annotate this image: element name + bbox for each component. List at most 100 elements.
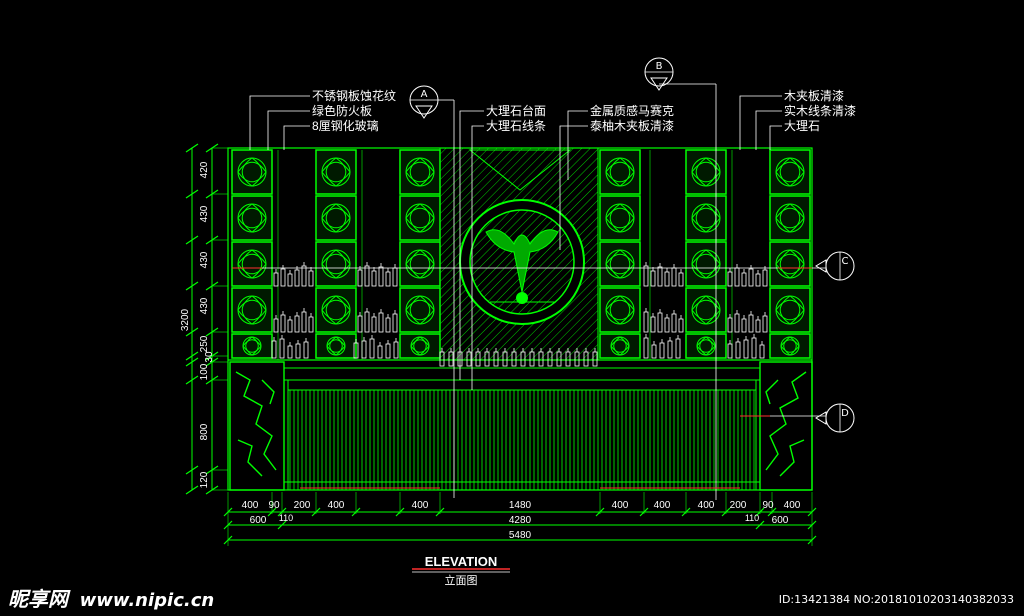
bottle <box>392 313 398 333</box>
motif-petal <box>691 161 721 183</box>
dim-h-5: 400 <box>412 500 429 511</box>
panel-motif <box>405 295 435 325</box>
bottle <box>371 316 377 333</box>
decor-panel <box>399 287 441 333</box>
decor-panel <box>685 195 727 241</box>
bottle <box>280 314 286 333</box>
motif-petal <box>321 161 351 183</box>
bottle <box>748 268 754 287</box>
panel-motif <box>605 295 635 325</box>
callout-right-3: 大理石 <box>784 119 820 133</box>
panel-motif <box>237 203 267 233</box>
bottle <box>678 272 684 287</box>
bottle <box>273 272 279 287</box>
motif-petal <box>775 299 805 321</box>
bottle <box>743 339 749 359</box>
leader-lines <box>232 83 826 500</box>
callout-left-2: 绿色防火板 <box>312 103 372 118</box>
panel-motif <box>775 203 805 233</box>
dim-v-3: 430 <box>199 251 210 268</box>
dim-tick <box>185 465 199 475</box>
decor-panel <box>399 333 441 359</box>
bottle <box>279 338 285 359</box>
dim-tick <box>185 375 199 385</box>
bottle <box>643 337 649 359</box>
dim-h-2: 90 <box>268 500 280 511</box>
motif-petal <box>325 157 347 187</box>
motif-petal <box>405 299 435 321</box>
panel-motif <box>321 203 351 233</box>
drawing-title: ELEVATION <box>425 554 497 569</box>
motif-petal <box>245 336 259 356</box>
dim-total-height: 3200 <box>180 308 191 331</box>
motif-petal <box>695 157 717 187</box>
motif-petal <box>779 203 801 233</box>
bottle <box>748 314 754 333</box>
dim-h-3: 200 <box>294 500 311 511</box>
bottle <box>667 340 673 359</box>
dim-h-12: 400 <box>784 500 801 511</box>
bottle <box>377 345 383 359</box>
bottle <box>727 317 733 333</box>
vertical-dimension-chain <box>185 143 228 495</box>
motif-petal <box>321 207 351 229</box>
callout-center-right-1: 金属质感马赛克 <box>590 103 674 118</box>
bottle <box>287 319 293 333</box>
motif-petal <box>321 299 351 321</box>
motif-petal <box>779 295 801 325</box>
motif-petal <box>609 249 631 279</box>
marker-b-label: B <box>656 61 663 72</box>
bottle <box>392 267 398 287</box>
watermark: 昵享网 www.nipic.cn <box>8 583 214 612</box>
dim-tick <box>185 351 199 361</box>
decor-panel <box>315 333 357 359</box>
decor-panel <box>769 287 811 333</box>
bottle <box>734 267 740 287</box>
motif-petal <box>409 249 431 279</box>
bottle <box>301 265 307 287</box>
panel-motif <box>775 249 805 279</box>
motif-petal <box>783 336 797 356</box>
motif-petal <box>405 161 435 183</box>
drawing-subtitle: 立面图 <box>445 573 478 587</box>
motif-petal <box>321 253 351 275</box>
callout-center-right-2: 泰柚木夹板清漆 <box>590 118 674 133</box>
bottle <box>657 266 663 287</box>
bottle <box>303 341 309 359</box>
bottle <box>378 266 384 287</box>
bottle <box>741 318 747 333</box>
motif-petal <box>691 299 721 321</box>
motif-petal <box>413 336 427 356</box>
watermark-url: www.nipic.cn <box>79 590 215 611</box>
decor-panel <box>231 241 273 287</box>
panel-motif <box>691 203 721 233</box>
motif-petal <box>699 336 713 356</box>
dim-h2-right-1: 110 <box>745 513 759 523</box>
bottle <box>735 341 741 359</box>
dim-h-4: 400 <box>328 500 345 511</box>
bottle <box>371 270 377 287</box>
panel-motif <box>691 295 721 325</box>
bottle <box>678 318 684 333</box>
dim-tick <box>185 357 199 367</box>
bottle-display <box>271 262 768 367</box>
dim-v-5: 250 <box>199 335 210 352</box>
motif-petal <box>605 207 635 229</box>
motif-petal <box>775 207 805 229</box>
decor-panel <box>769 149 811 195</box>
motif-petal <box>605 253 635 275</box>
bottle <box>659 342 665 359</box>
bottle <box>734 313 740 333</box>
marker-d-label: D <box>841 408 849 419</box>
bottle <box>385 343 391 359</box>
bottle <box>294 315 300 333</box>
bottle <box>364 311 370 333</box>
panel-motif <box>321 295 351 325</box>
motif-petal <box>241 249 263 279</box>
dim-h2-left-1: 600 <box>250 515 267 526</box>
marble-left <box>229 361 285 491</box>
dim-tick <box>185 189 199 199</box>
bottle <box>675 338 681 359</box>
watermark-site: 昵享网 <box>8 587 68 611</box>
